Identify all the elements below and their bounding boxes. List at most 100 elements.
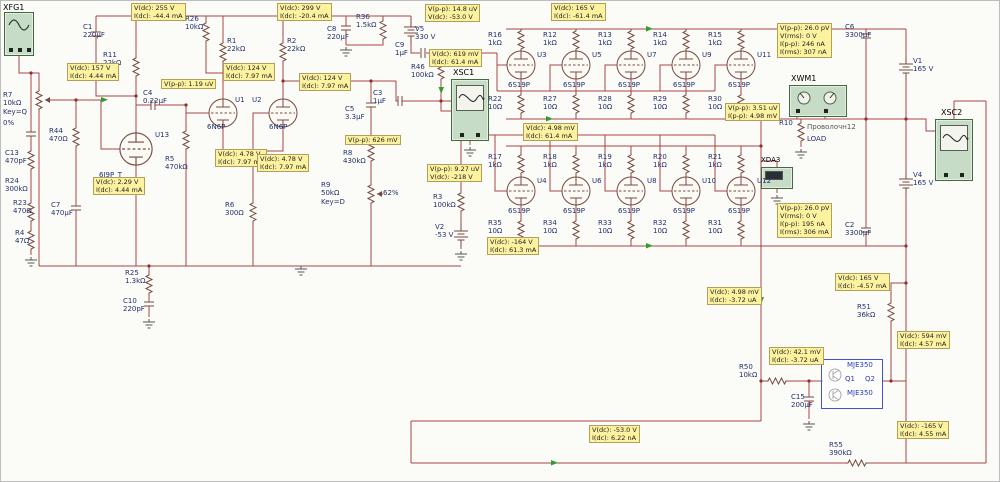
- measurement-probe[interactable]: V(dc): 124 V I(dc): 7.97 mA: [299, 73, 352, 92]
- resistor-r22[interactable]: [517, 92, 525, 116]
- tube-u2[interactable]: [268, 98, 298, 128]
- measurement-probe[interactable]: V(p-p): 1.19 uV: [161, 79, 217, 90]
- terminal[interactable]: [476, 133, 480, 137]
- transistor-pair-box[interactable]: [821, 359, 883, 409]
- measurement-probe[interactable]: V(dc): 157 V I(dc): 4.44 mA: [67, 63, 120, 82]
- oscilloscope-xsc1[interactable]: [451, 79, 489, 141]
- terminal[interactable]: [960, 173, 964, 177]
- measurement-probe[interactable]: V(dc): 2.29 V I(dc): 4.44 mA: [93, 177, 146, 196]
- tube-u1[interactable]: [208, 98, 238, 128]
- resistor-r6[interactable]: [249, 200, 257, 224]
- resistor-r55[interactable]: [845, 459, 869, 467]
- resistor-r2[interactable]: [279, 40, 287, 64]
- capacitor-c5[interactable]: [365, 102, 377, 108]
- resistor-r4[interactable]: [27, 228, 35, 252]
- measurement-probe[interactable]: V(dc): 165 V I(dc): -4.57 mA: [835, 273, 890, 292]
- source-v2[interactable]: [453, 222, 469, 248]
- measurement-probe[interactable]: V(dc): 255 V I(dc): -44.4 mA: [131, 3, 186, 22]
- resistor-r15[interactable]: [737, 28, 745, 52]
- resistor-r11[interactable]: [132, 55, 140, 79]
- resistor-r25[interactable]: [145, 272, 153, 296]
- measurement-probe[interactable]: V(dc): 299 V I(dc): -20.4 mA: [277, 3, 332, 22]
- terminal[interactable]: [944, 173, 948, 177]
- tube-u7[interactable]: [616, 50, 646, 80]
- capacitor-c7[interactable]: [70, 205, 82, 211]
- tube-u3[interactable]: [506, 50, 536, 80]
- capacitor-c1[interactable]: [90, 31, 102, 37]
- capacitor-c13[interactable]: [25, 131, 37, 137]
- measurement-probe[interactable]: V(p-p): 3.51 uV I(p-p): 4.98 mV: [725, 103, 781, 122]
- capacitor-c9[interactable]: [420, 47, 426, 59]
- resistor-r31[interactable]: [737, 218, 745, 242]
- terminal[interactable]: [460, 133, 464, 137]
- resistor-r16[interactable]: [517, 28, 525, 52]
- resistor-r50[interactable]: [765, 377, 789, 385]
- resistor-r28[interactable]: [627, 92, 635, 116]
- terminal[interactable]: [27, 48, 31, 52]
- measurement-probe[interactable]: V(dc): 4.78 V I(dc): 7.97 mA: [257, 154, 310, 173]
- resistor-r32[interactable]: [682, 218, 690, 242]
- resistor-r33[interactable]: [627, 218, 635, 242]
- capacitor-c4[interactable]: [150, 99, 156, 111]
- tube-u8[interactable]: [616, 176, 646, 206]
- tube-u6[interactable]: [561, 176, 591, 206]
- wattmeter-xwm1[interactable]: [789, 85, 847, 117]
- resistor-r17[interactable]: [517, 152, 525, 176]
- capacitor-c10[interactable]: [143, 301, 155, 307]
- potentiometer-r9[interactable]: [368, 183, 383, 205]
- capacitor-c6[interactable]: [860, 33, 872, 39]
- resistor-r23[interactable]: [27, 200, 35, 224]
- source-v1[interactable]: [898, 55, 914, 81]
- terminal[interactable]: [18, 48, 22, 52]
- distortion-analyzer-xda3[interactable]: [761, 167, 793, 189]
- measurement-probe[interactable]: V(p-p): 626 mV: [345, 135, 401, 146]
- measurement-probe[interactable]: V(p-p): 14.8 uV V(dc): -53.0 V: [425, 4, 481, 23]
- measurement-probe[interactable]: V(dc): 165 V I(dc): -61.4 mA: [551, 3, 606, 22]
- source-v4[interactable]: [898, 170, 914, 196]
- capacitor-c15[interactable]: [803, 396, 815, 402]
- measurement-probe[interactable]: V(dc): 594 mV I(dc): 4.57 mA: [897, 331, 950, 350]
- capacitor-c3[interactable]: [397, 95, 403, 107]
- measurement-probe[interactable]: V(dc): -53.0 V I(dc): 6.22 nA: [589, 425, 640, 444]
- tube-u12[interactable]: [726, 176, 756, 206]
- tube-u9[interactable]: [671, 50, 701, 80]
- resistor-r18[interactable]: [572, 152, 580, 176]
- resistor-r5[interactable]: [182, 128, 190, 152]
- resistor-r10-load[interactable]: [797, 120, 805, 144]
- resistor-r12[interactable]: [572, 28, 580, 52]
- resistor-r36[interactable]: [379, 18, 387, 42]
- resistor-r13[interactable]: [627, 28, 635, 52]
- resistor-r1[interactable]: [219, 40, 227, 64]
- terminal[interactable]: [9, 48, 13, 52]
- terminal[interactable]: [796, 109, 800, 113]
- resistor-r27[interactable]: [572, 92, 580, 116]
- measurement-probe[interactable]: V(dc): 619 mV I(dc): 61.4 mA: [429, 49, 482, 68]
- tube-u4[interactable]: [506, 176, 536, 206]
- potentiometer-r7[interactable]: [36, 89, 51, 111]
- measurement-probe[interactable]: V(p-p): 26.0 pV V(rms): 0 V I(p-p): 246 …: [777, 23, 833, 58]
- resistor-r34[interactable]: [572, 218, 580, 242]
- tube-u10[interactable]: [671, 176, 701, 206]
- tube-u5[interactable]: [561, 50, 591, 80]
- resistor-r20[interactable]: [682, 152, 690, 176]
- resistor-r29[interactable]: [682, 92, 690, 116]
- measurement-probe[interactable]: V(dc): 4.98 mV I(dc): 61.4 mA: [523, 123, 578, 142]
- terminal[interactable]: [824, 109, 828, 113]
- capacitor-c8[interactable]: [340, 25, 352, 31]
- measurement-probe[interactable]: V(p-p): 9.27 uV V(dc): -218 V: [427, 164, 483, 183]
- measurement-probe[interactable]: V(dc): 4.98 mV I(dc): -3.72 uA: [707, 287, 762, 306]
- resistor-r44[interactable]: [72, 125, 80, 149]
- measurement-probe[interactable]: V(dc): 42.1 mV I(dc): -3.72 uA: [769, 347, 824, 366]
- function-generator-xfg1[interactable]: [4, 12, 34, 56]
- capacitor-c2[interactable]: [860, 227, 872, 233]
- resistor-r14[interactable]: [682, 28, 690, 52]
- resistor-r19[interactable]: [627, 152, 635, 176]
- measurement-probe[interactable]: V(dc): -164 V I(dc): 61.3 mA: [487, 237, 540, 256]
- source-v5[interactable]: [403, 18, 419, 44]
- resistor-r21[interactable]: [737, 152, 745, 176]
- oscilloscope-xsc2[interactable]: [935, 119, 973, 181]
- tube-u13[interactable]: [119, 132, 153, 166]
- resistor-r24[interactable]: [27, 148, 35, 172]
- tube-u11[interactable]: [726, 50, 756, 80]
- resistor-r26[interactable]: [202, 20, 210, 44]
